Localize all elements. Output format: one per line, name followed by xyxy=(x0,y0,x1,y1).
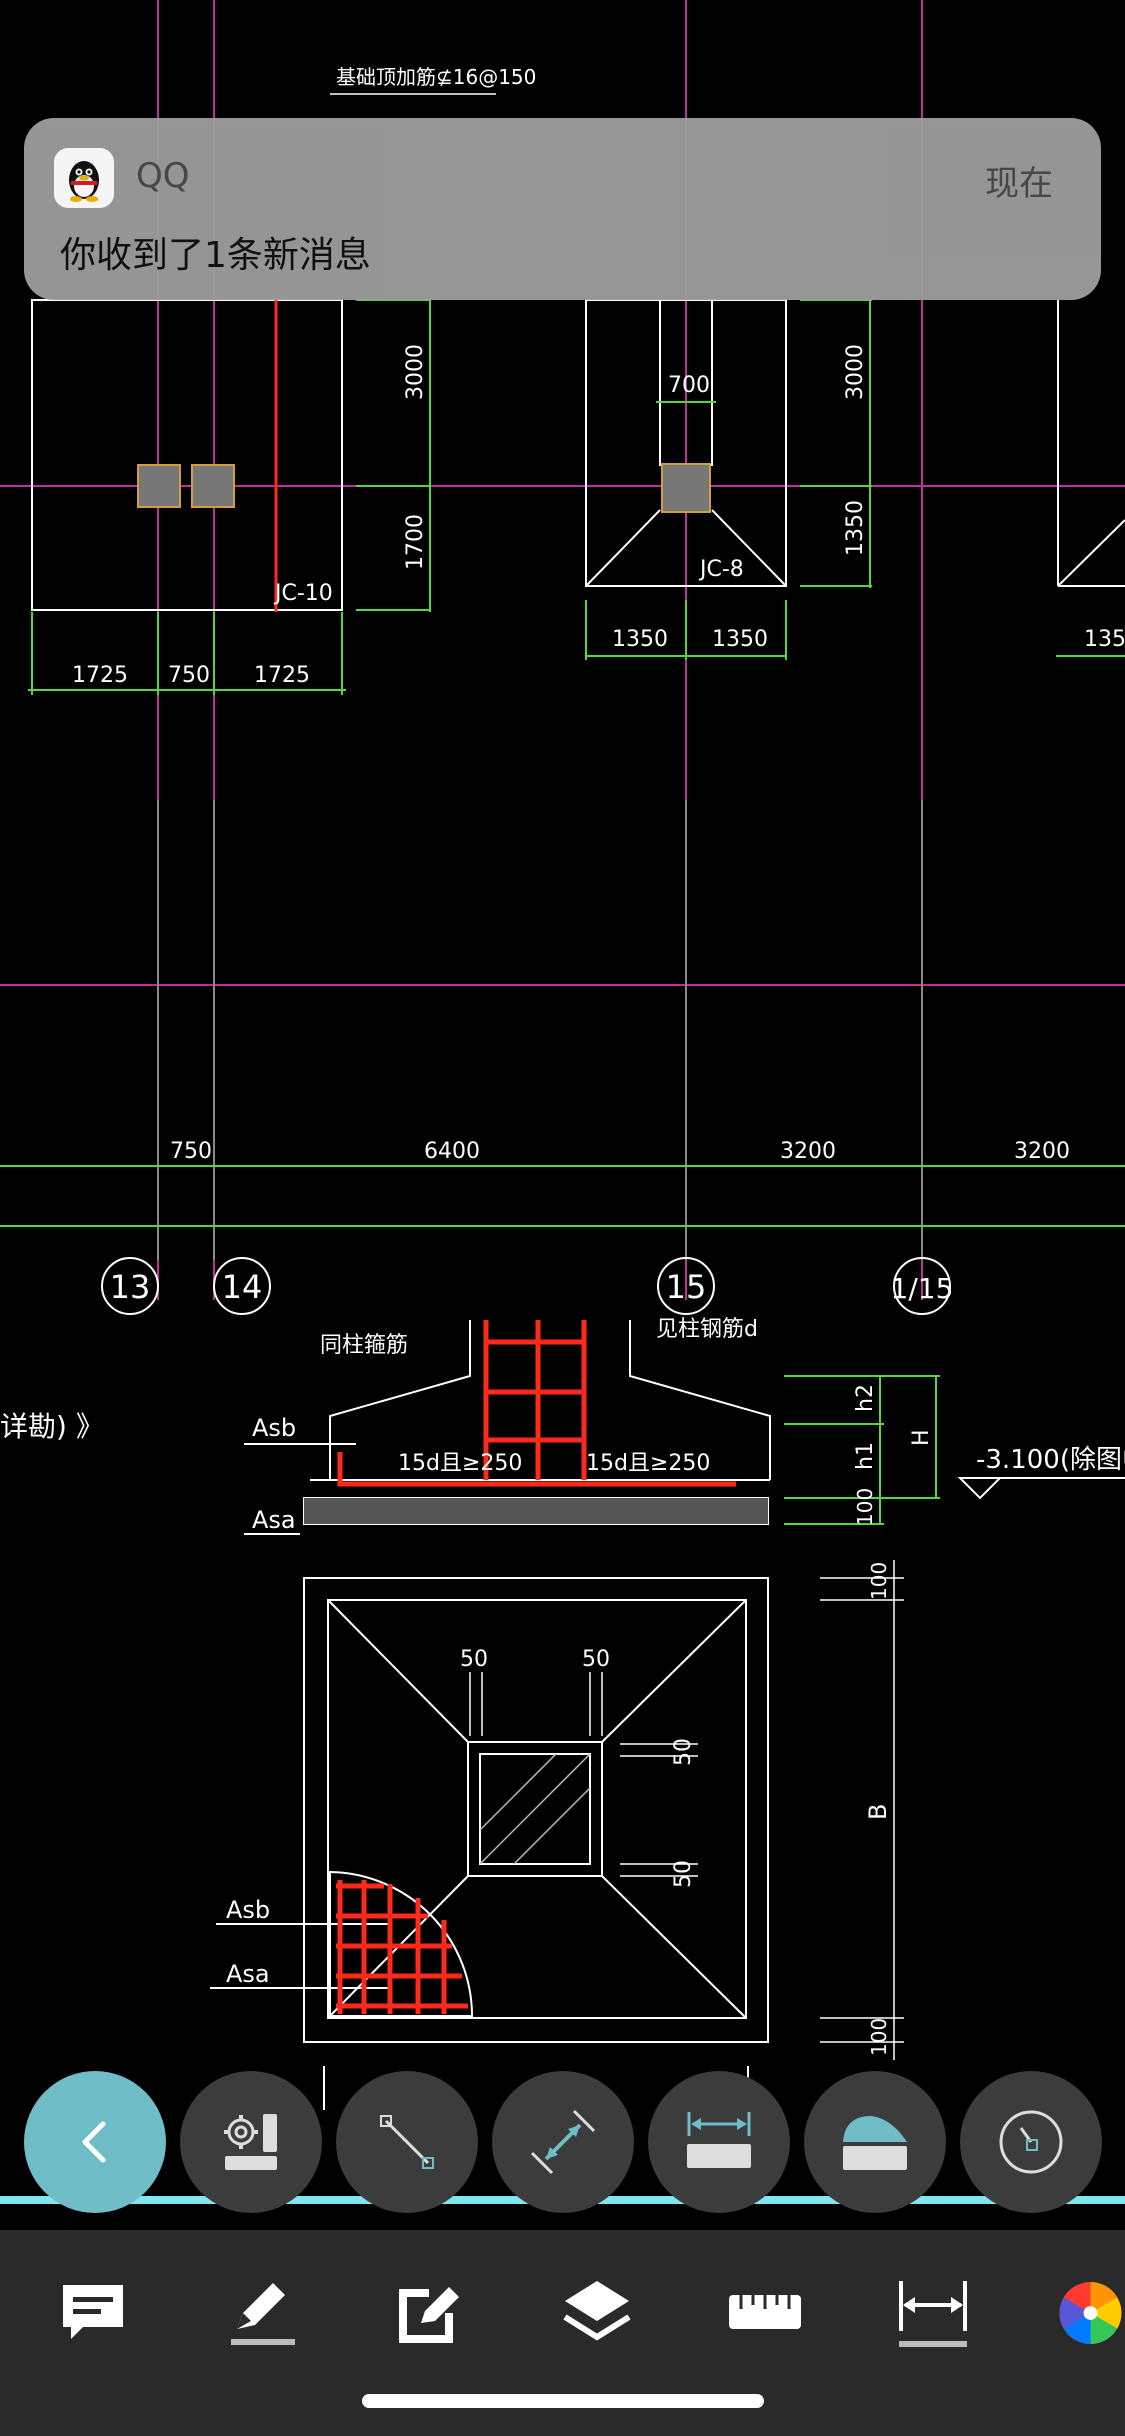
top-note: 基础顶加筋⊈16@150 xyxy=(336,65,536,89)
section-colbar-label: 见柱钢筋d xyxy=(656,1317,758,1342)
jc10-dim-lower: 1700 xyxy=(403,514,428,570)
section-anchor-left: 15d且≥250 xyxy=(398,1451,522,1476)
jc10-dim-w3: 1725 xyxy=(254,663,310,688)
section-asb-label: Asb xyxy=(252,1414,296,1442)
jc8-dim-upper: 3000 xyxy=(843,344,868,400)
axis-dim-3: 3200 xyxy=(780,1139,836,1164)
jc10-label: JC-10 xyxy=(273,581,333,606)
edit-icon xyxy=(399,2287,459,2343)
linear-dimension-button[interactable] xyxy=(648,2071,790,2213)
section-h1: h1 xyxy=(853,1442,878,1470)
section-h2: h2 xyxy=(853,1384,878,1412)
jc8-dim-col: 700 xyxy=(668,373,710,398)
color-picker-button[interactable] xyxy=(1056,2268,1125,2358)
jc8-dim-w1: 1350 xyxy=(612,627,668,652)
edit-button[interactable] xyxy=(384,2268,474,2358)
plan-bottom-100: 100 xyxy=(867,2018,891,2056)
comment-button[interactable] xyxy=(48,2268,138,2358)
back-button[interactable] xyxy=(24,2071,166,2213)
comment-icon xyxy=(63,2285,123,2339)
aligned-dimension-button[interactable] xyxy=(492,2071,634,2213)
color-wheel-icon xyxy=(1059,2281,1122,2345)
plan-right-50a: 50 xyxy=(671,1738,696,1766)
aligned-dimension-icon xyxy=(530,2109,596,2175)
notification-time: 现在 xyxy=(985,164,1053,204)
jc8-label: JC-8 xyxy=(698,557,744,582)
pen-icon xyxy=(231,2283,295,2345)
measure-settings-button[interactable] xyxy=(180,2071,322,2213)
notification-app-name: QQ xyxy=(136,156,190,196)
angle-icon xyxy=(999,2110,1063,2174)
home-indicator[interactable] xyxy=(362,2394,764,2408)
axis-1-15: 1/15 xyxy=(891,1272,954,1305)
layers-icon xyxy=(563,2281,631,2341)
section-asa-label: Asa xyxy=(252,1506,296,1534)
jc10-dim-w1: 1725 xyxy=(72,663,128,688)
notification-message: 你收到了1条新消息 xyxy=(60,235,371,276)
right-partial-dim: 1350 xyxy=(1084,627,1125,652)
dimension-button[interactable] xyxy=(888,2268,978,2358)
linear-dimension-icon xyxy=(687,2112,751,2168)
section-H: H xyxy=(909,1429,934,1446)
line-icon xyxy=(380,2115,434,2169)
qq-app-icon xyxy=(54,148,114,208)
bottom-toolbar xyxy=(0,2230,1125,2436)
section-stirrup-label: 同柱箍筋 xyxy=(320,1333,408,1358)
ruler-icon xyxy=(729,2295,801,2329)
axis-dim-4: 3200 xyxy=(1014,1139,1070,1164)
gear-ruler-icon xyxy=(224,2114,277,2170)
plan-top-50b: 50 xyxy=(582,1647,610,1672)
area-measure-icon xyxy=(843,2116,907,2170)
section-pad: 100 xyxy=(853,1488,877,1526)
ruler-button[interactable] xyxy=(720,2268,810,2358)
line-tool-button[interactable] xyxy=(336,2071,478,2213)
angle-measure-button[interactable] xyxy=(960,2071,1102,2213)
jc8-dim-w2: 1350 xyxy=(712,627,768,652)
plan-dim-B: B xyxy=(864,1804,892,1820)
axis-13: 13 xyxy=(110,1268,151,1306)
section-elevation: -3.100(除图中 xyxy=(976,1445,1125,1475)
section-anchor-right: 15d且≥250 xyxy=(586,1451,710,1476)
area-measure-button[interactable] xyxy=(804,2071,946,2213)
left-note: 详勘) 》 xyxy=(0,1410,104,1443)
plan-asb-label: Asb xyxy=(226,1896,270,1924)
axis-dim-1: 750 xyxy=(170,1139,212,1164)
plan-asa-label: Asa xyxy=(226,1960,270,1988)
jc10-dim-w2: 750 xyxy=(168,663,210,688)
plan-top-50a: 50 xyxy=(460,1647,488,1672)
dimension-icon xyxy=(899,2281,967,2347)
jc8-dim-lower: 1350 xyxy=(843,500,868,556)
axis-14: 14 xyxy=(222,1268,263,1306)
plan-top-100: 100 xyxy=(867,1562,891,1600)
jc10-dim-upper: 3000 xyxy=(403,344,428,400)
layers-button[interactable] xyxy=(552,2268,642,2358)
chevron-left-icon xyxy=(82,2121,106,2163)
axis-15: 15 xyxy=(666,1268,707,1306)
axis-dim-2: 6400 xyxy=(424,1139,480,1164)
pen-button[interactable] xyxy=(216,2268,306,2358)
qq-notification-banner[interactable]: QQ 现在 你收到了1条新消息 xyxy=(24,118,1101,300)
